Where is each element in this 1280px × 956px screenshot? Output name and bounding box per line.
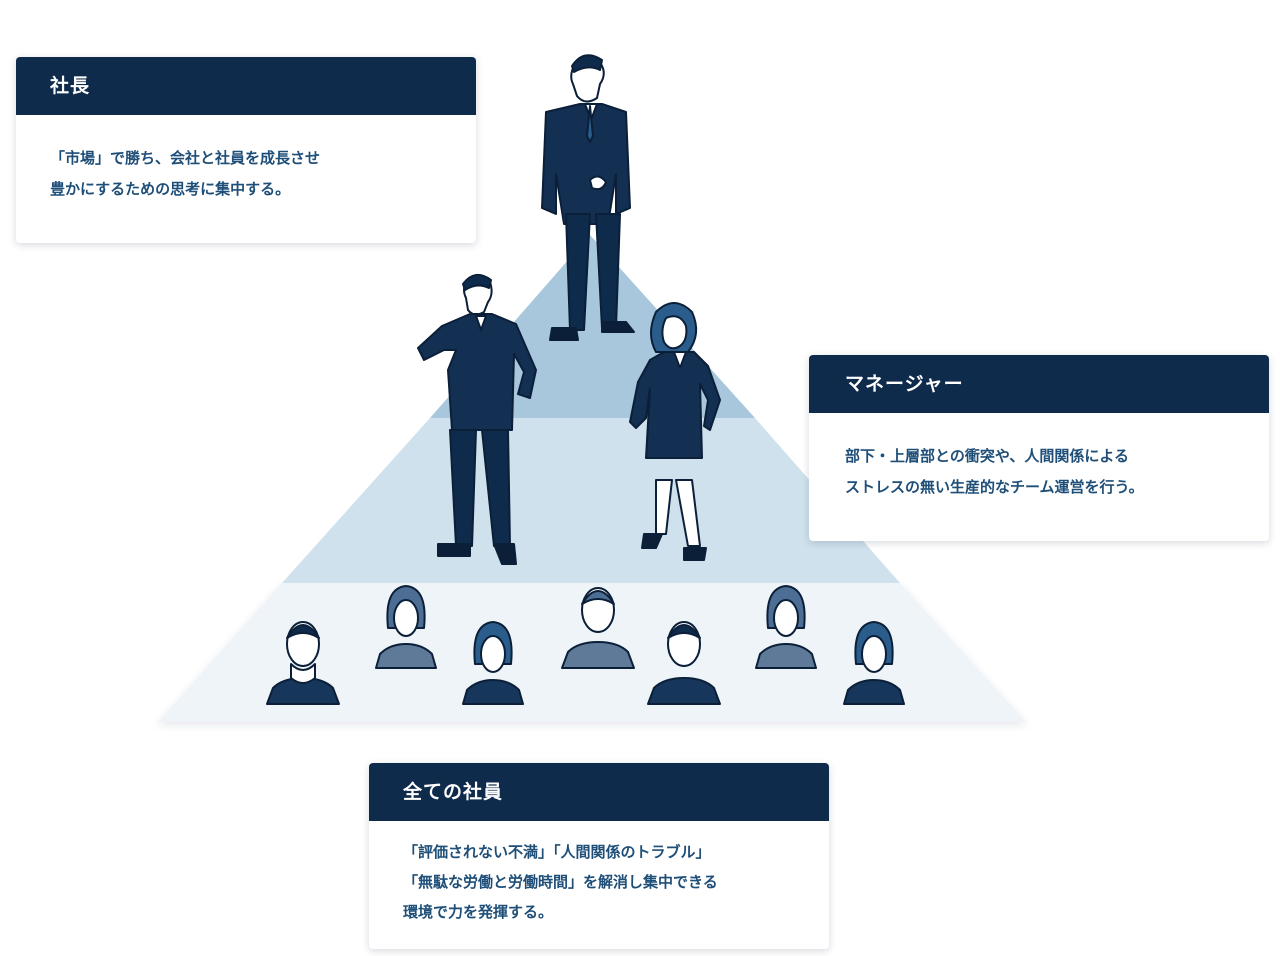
president-title: 社長 xyxy=(16,57,476,115)
pyramid-middle-tier xyxy=(282,418,900,583)
president-description-line: 「市場」で勝ち、会社と社員を成長させ xyxy=(50,149,321,167)
employees-description: 「評価されない不満」「人間関係のトラブル」 「無駄な労働と労働時間」を解消し集中… xyxy=(369,821,829,947)
employee-female-icon xyxy=(843,621,905,705)
employee-female-icon xyxy=(462,621,524,705)
employees-title: 全ての社員 xyxy=(369,763,829,821)
employees-card: 全ての社員 「評価されない不満」「人間関係のトラブル」 「無駄な労働と労働時間」… xyxy=(369,763,829,949)
president-description: 「市場」で勝ち、会社と社員を成長させ 豊かにするための思考に集中する。 xyxy=(16,115,476,225)
employees-description-line: 「評価されない不満」「人間関係のトラブル」 xyxy=(403,843,711,861)
manager-description-line: 部下・上層部との衝突や、人間関係による xyxy=(845,447,1129,465)
employee-female-icon xyxy=(755,585,817,669)
employee-female-icon xyxy=(375,585,437,669)
manager-description: 部下・上層部との衝突や、人間関係による ストレスの無い生産的なチーム運営を行う。 xyxy=(809,413,1269,523)
manager-description-line: ストレスの無い生産的なチーム運営を行う。 xyxy=(845,478,1144,496)
manager-female-figure xyxy=(629,302,721,561)
manager-card: マネージャー 部下・上層部との衝突や、人間関係による ストレスの無い生産的なチー… xyxy=(809,355,1269,541)
employee-male-icon xyxy=(561,587,635,669)
president-figure xyxy=(541,54,635,341)
employee-icons xyxy=(266,585,905,705)
manager-male-figure xyxy=(417,273,537,565)
president-card: 社長 「市場」で勝ち、会社と社員を成長させ 豊かにするための思考に集中する。 xyxy=(16,57,476,243)
employees-description-line: 「無駄な労働と労働時間」を解消し集中できる xyxy=(403,873,718,891)
employee-male-icon xyxy=(266,621,340,705)
president-description-line: 豊かにするための思考に集中する。 xyxy=(50,180,291,198)
employees-description-line: 環境で力を発揮する。 xyxy=(403,903,554,921)
manager-title: マネージャー xyxy=(809,355,1269,413)
employee-male-icon xyxy=(647,621,721,705)
